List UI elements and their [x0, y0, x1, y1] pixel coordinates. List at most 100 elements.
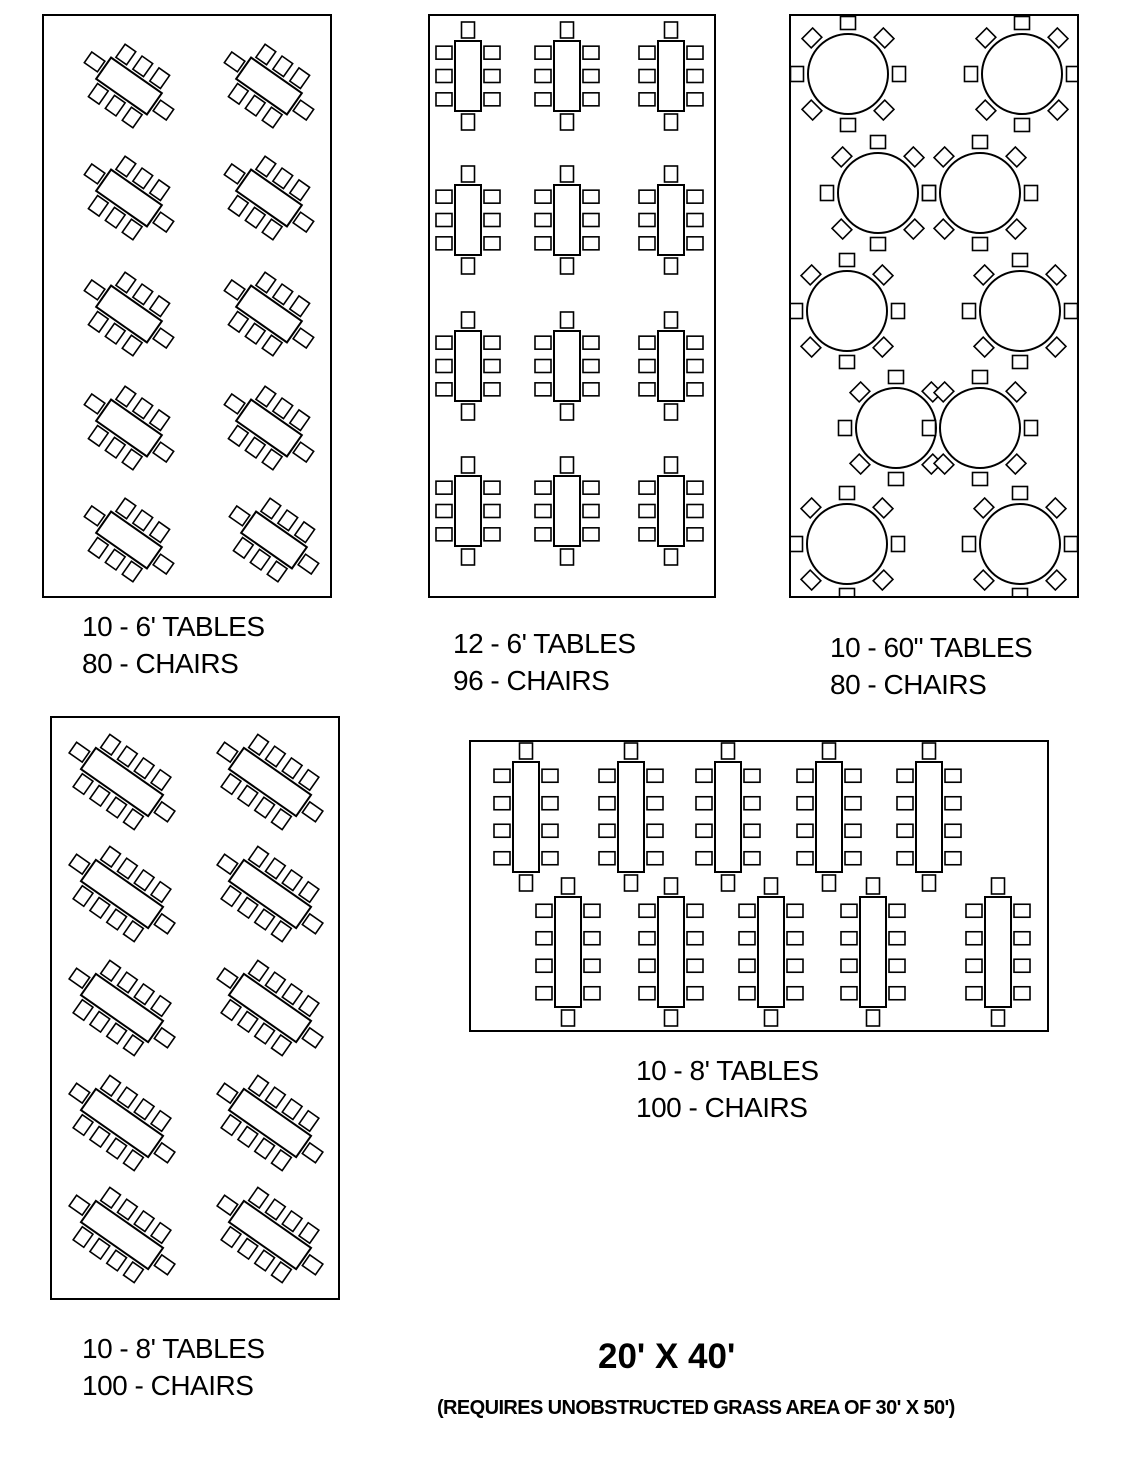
chair: [534, 358, 552, 374]
chair: [865, 1009, 881, 1027]
chair: [686, 335, 704, 350]
chair: [435, 382, 453, 397]
table-group: [921, 369, 1039, 487]
table-group: [223, 385, 315, 471]
chair: [264, 857, 287, 880]
chair: [249, 548, 272, 572]
chair: [663, 548, 679, 566]
chair: [891, 65, 907, 83]
chair: [890, 302, 906, 320]
chair: [638, 930, 656, 946]
chair: [743, 795, 761, 811]
chair: [646, 823, 664, 839]
chair: [582, 212, 600, 228]
chair: [483, 189, 501, 204]
chair: [838, 587, 856, 596]
chair: [114, 385, 137, 408]
chair: [281, 1097, 304, 1121]
chair: [460, 21, 476, 39]
chair: [695, 850, 713, 866]
chair: [264, 971, 287, 994]
chair: [435, 503, 453, 519]
table-group: [216, 1186, 324, 1284]
chair: [253, 1137, 276, 1160]
rectangular-table: [512, 761, 540, 873]
chair: [264, 1086, 287, 1109]
chair: [582, 189, 600, 204]
chair: [786, 903, 804, 919]
rectangular-table: [553, 184, 581, 256]
chair: [83, 50, 106, 73]
chair: [869, 134, 887, 150]
chair: [921, 453, 944, 476]
chair: [791, 65, 805, 83]
chair: [582, 236, 600, 251]
rectangular-table: [657, 184, 685, 256]
chair: [133, 1097, 156, 1121]
chair: [1045, 336, 1068, 359]
layout-a-tables: [83, 43, 320, 583]
chair: [99, 1074, 122, 1098]
chair: [220, 1113, 243, 1137]
table-group: [921, 134, 1039, 252]
chair: [1011, 485, 1029, 501]
rectangular-table: [227, 746, 313, 818]
chair: [638, 382, 656, 397]
chair: [840, 930, 858, 946]
chair: [686, 212, 704, 228]
chair: [1005, 218, 1028, 241]
chair: [1011, 252, 1029, 268]
layout-b-diagram: [428, 14, 716, 598]
chair: [483, 68, 501, 84]
rectangular-table: [227, 858, 313, 930]
chair: [88, 1010, 111, 1034]
chair: [460, 456, 476, 474]
chair: [460, 403, 476, 421]
table-group: [216, 733, 324, 831]
chair: [247, 1074, 270, 1098]
chair: [114, 271, 137, 294]
chair: [896, 795, 914, 811]
chair: [149, 1109, 172, 1133]
chair: [232, 536, 255, 560]
chair: [131, 282, 154, 306]
chair: [848, 453, 871, 476]
chair: [435, 189, 453, 204]
chair: [244, 436, 267, 460]
rectangular-table: [454, 475, 482, 547]
chair: [87, 424, 110, 448]
chair: [301, 1253, 324, 1276]
rectangular-table: [454, 40, 482, 112]
chair: [271, 282, 294, 306]
chair: [598, 823, 616, 839]
chair: [1013, 117, 1031, 133]
chair: [236, 1237, 259, 1261]
chair: [821, 874, 837, 892]
chair: [821, 742, 837, 760]
chair: [121, 448, 144, 471]
chair: [261, 106, 284, 129]
chair: [253, 908, 276, 931]
round-table: [806, 270, 888, 352]
table-group: [223, 271, 315, 357]
chair: [638, 527, 656, 542]
chair: [663, 165, 679, 183]
chair: [583, 930, 601, 946]
chair: [638, 212, 656, 228]
chair: [534, 480, 552, 495]
chair: [786, 958, 804, 974]
chair: [149, 1221, 172, 1245]
chair: [133, 756, 156, 780]
chair: [1013, 985, 1031, 1001]
chair: [483, 45, 501, 60]
chair: [114, 155, 137, 178]
table-group: [223, 43, 315, 129]
table-group: [435, 21, 501, 131]
rectangular-table: [79, 1087, 165, 1159]
chair: [598, 768, 616, 784]
chair: [253, 1249, 276, 1272]
chair: [1023, 419, 1039, 437]
table-group: [228, 497, 320, 583]
chair: [534, 68, 552, 84]
rectangular-table: [553, 475, 581, 547]
